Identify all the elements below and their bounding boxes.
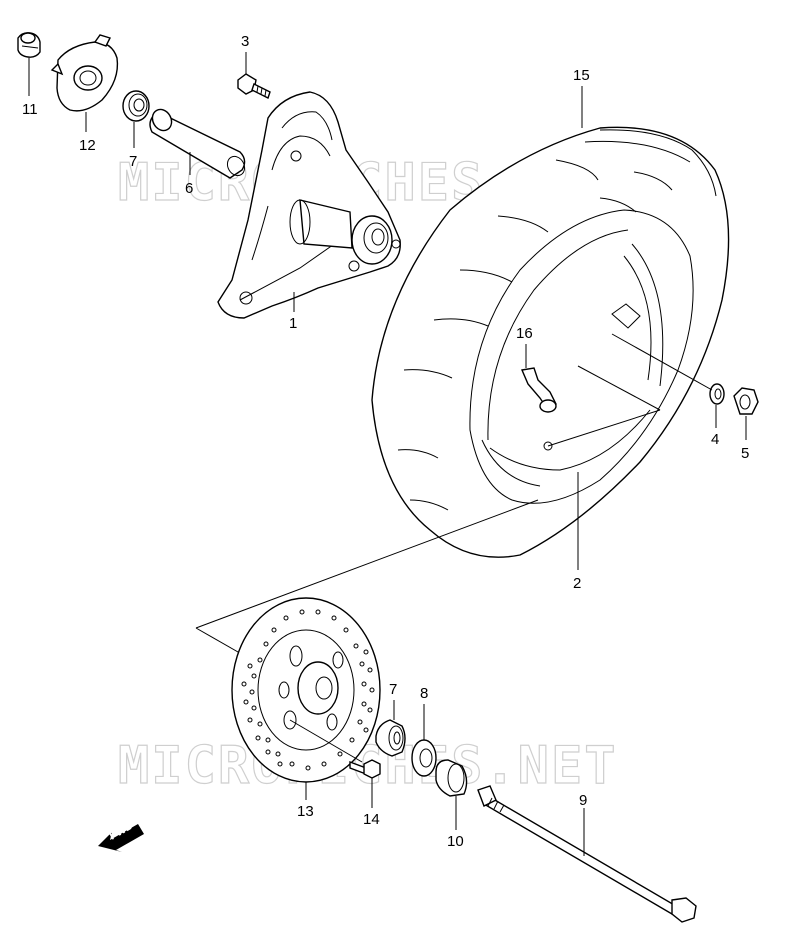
part-11-cap-nut bbox=[17, 32, 41, 58]
label-part-15: 15 bbox=[573, 67, 590, 84]
label-part-8: 8 bbox=[420, 685, 428, 702]
part-4-washer bbox=[709, 383, 725, 405]
label-part-5: 5 bbox=[741, 445, 749, 462]
part-12-collar bbox=[50, 34, 119, 112]
label-part-6: 6 bbox=[185, 180, 193, 197]
part-7-bearing-bottom bbox=[375, 719, 406, 757]
label-part-9: 9 bbox=[579, 792, 587, 809]
part-16-valve bbox=[521, 367, 557, 451]
label-part-2: 2 bbox=[573, 575, 581, 592]
fwd-arrow-icon: FWD bbox=[98, 820, 144, 852]
part-13-brake-disc bbox=[231, 597, 381, 783]
label-part-1: 1 bbox=[289, 315, 297, 332]
part-10-collar bbox=[435, 759, 468, 797]
part-1-hub-housing bbox=[217, 91, 401, 319]
part-3-bolt bbox=[237, 73, 271, 99]
label-part-7-bottom: 7 bbox=[389, 681, 397, 698]
part-8-washer bbox=[411, 739, 437, 777]
part-6-spacer-tube bbox=[149, 108, 246, 179]
part-7-bearing-top bbox=[122, 90, 150, 122]
label-part-12: 12 bbox=[79, 137, 96, 154]
label-part-13: 13 bbox=[297, 803, 314, 820]
disc-holes bbox=[241, 609, 375, 771]
label-part-4: 4 bbox=[711, 431, 719, 448]
part-9-axle bbox=[477, 785, 697, 923]
label-part-11: 11 bbox=[22, 101, 38, 118]
label-part-16: 16 bbox=[516, 325, 533, 342]
label-part-10: 10 bbox=[447, 833, 464, 850]
label-part-3: 3 bbox=[241, 33, 249, 50]
part-2-wheel-rim bbox=[481, 243, 664, 487]
part-5-nut bbox=[733, 387, 759, 415]
label-part-14: 14 bbox=[363, 811, 380, 828]
part-14-disc-bolt bbox=[349, 759, 381, 779]
label-part-7-top: 7 bbox=[129, 153, 137, 170]
part-15-tire bbox=[371, 126, 730, 558]
